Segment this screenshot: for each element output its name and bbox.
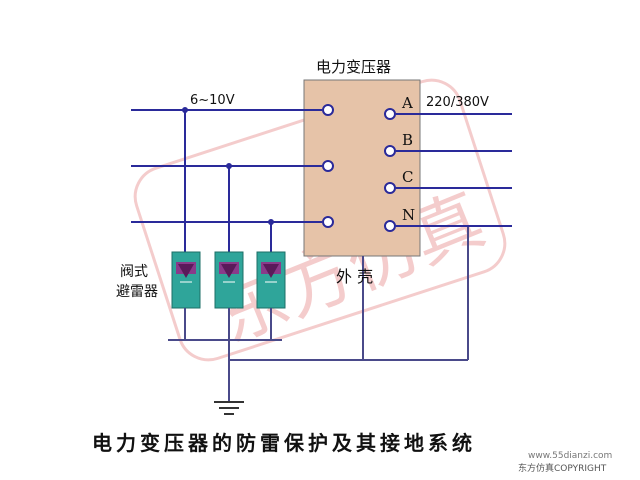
- shell-ground-lines: [229, 226, 469, 361]
- terminal-label-b: B: [402, 131, 413, 149]
- transformer-label: 电力变压器: [316, 58, 391, 76]
- watermark-url: www.55dianzi.com: [528, 451, 612, 461]
- secondary-voltage-label: 220/380V: [426, 95, 489, 110]
- arrester-feed-lines: [184, 110, 272, 252]
- secondary-terminal-c: [384, 182, 396, 194]
- arrester-ground-bus: [168, 308, 282, 402]
- arrester-3: [256, 251, 286, 309]
- primary-terminal-2: [322, 160, 334, 172]
- secondary-terminals: [384, 108, 396, 232]
- ground-icon: [214, 401, 244, 415]
- primary-voltage-label: 6~10V: [190, 93, 235, 108]
- primary-terminal-3: [322, 216, 334, 228]
- watermark-copyright: 东方仿真COPYRIGHT: [518, 462, 607, 474]
- terminal-label-c: C: [402, 168, 413, 186]
- secondary-terminal-b: [384, 145, 396, 157]
- secondary-terminal-a: [384, 108, 396, 120]
- arrester-1: [171, 251, 201, 309]
- primary-terminal-1: [322, 104, 334, 116]
- diagram-caption: 电力变压器的防雷保护及其接地系统: [92, 431, 476, 455]
- terminal-label-a: A: [401, 94, 413, 112]
- arrester-2: [214, 251, 244, 309]
- arrester-label-line1: 阀式: [120, 264, 148, 280]
- shell-label: 外 壳: [336, 267, 373, 286]
- secondary-lines: [396, 113, 512, 227]
- terminal-label-n: N: [402, 206, 415, 224]
- secondary-terminal-n: [384, 220, 396, 232]
- arrester-label-line2: 避雷器: [116, 284, 158, 300]
- primary-terminals: [322, 104, 334, 228]
